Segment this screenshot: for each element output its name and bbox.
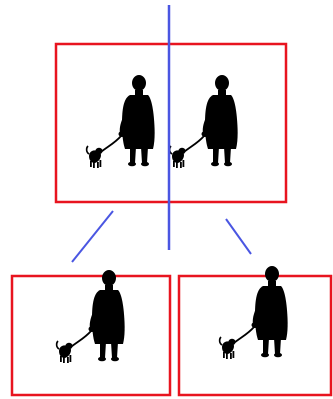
- result-frame-left: [12, 270, 170, 395]
- person-walking-dog-icon: [170, 75, 238, 168]
- source-frame: [56, 44, 286, 202]
- source-frame-border: [56, 44, 286, 202]
- connector-right-line: [226, 219, 251, 254]
- result-frame-right: [179, 266, 331, 395]
- connector-left-line: [72, 211, 113, 262]
- person-walking-dog-icon: [57, 270, 125, 363]
- person-walking-dog-icon: [87, 75, 155, 168]
- person-walking-dog-icon: [220, 266, 288, 359]
- result-frame-right-border: [179, 276, 331, 395]
- result-frame-left-border: [12, 276, 170, 395]
